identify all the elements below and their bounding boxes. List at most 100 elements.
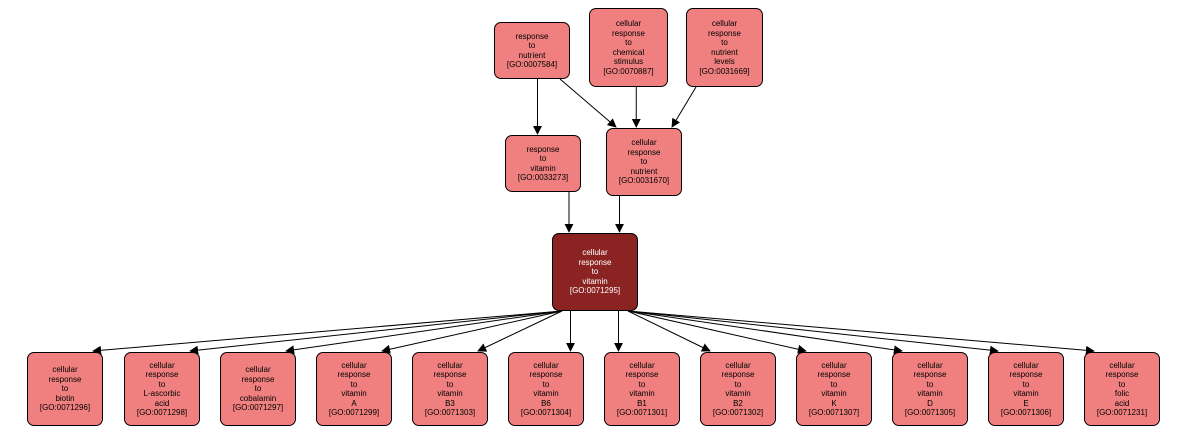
term-label-line: acid [154, 398, 170, 408]
term-label-line: response [627, 147, 661, 157]
term-label-line: response [625, 370, 659, 379]
term-label-line: nutrient [630, 166, 658, 176]
term-label-line: vitamin [917, 389, 943, 398]
go-id-label: [GO:0071297] [232, 403, 284, 413]
go-id-label: [GO:0071306] [1000, 408, 1052, 417]
term-label-line: B6 [541, 398, 551, 408]
term-label-line: response [1105, 370, 1139, 379]
term-label-line: to [926, 379, 934, 389]
term-label-line: to [734, 379, 742, 389]
relationship-edge [627, 310, 807, 354]
term-label-line: response [1009, 370, 1043, 379]
go-id-label: [GO:0071301] [616, 408, 668, 417]
term-label-line: biotin [55, 393, 75, 403]
go-id-label: [GO:0071296] [39, 403, 91, 413]
relationship-edge [189, 310, 563, 355]
relationship-edge [627, 310, 903, 355]
term-label-line: acid [1114, 398, 1130, 408]
go-id-label: [GO:0070887] [603, 66, 654, 76]
term-label-line: response [817, 370, 851, 379]
term-label-line: response [612, 28, 645, 38]
term-label-line: to [640, 157, 648, 167]
term-label-line: to [350, 379, 358, 389]
term-label-line: response [526, 144, 560, 154]
relationship-edge [381, 310, 563, 354]
relationship-edge [627, 310, 1095, 355]
term-label-line: cellular [341, 360, 367, 370]
go-id-label: [GO:0071305] [904, 408, 956, 417]
term-label-line: cellular [711, 19, 738, 28]
term-label-line: to [721, 38, 728, 47]
term-label-line: cellular [582, 248, 608, 258]
term-label-line: cellular [533, 360, 559, 370]
term-label-line: folic [1114, 389, 1130, 398]
term-label-line: to [61, 384, 69, 394]
term-label-line: cellular [631, 138, 657, 148]
term-label-line: to [625, 38, 632, 47]
term-label-line: levels [714, 57, 735, 66]
term-label-line: response [48, 374, 82, 384]
go-id-label: [GO:0007584] [506, 60, 558, 69]
term-label-line: to [528, 41, 536, 50]
go-id-label: [GO:0031670] [618, 176, 670, 186]
term-label-line: response [578, 257, 612, 267]
term-label-line: response [241, 374, 275, 384]
term-label-line: to [1118, 379, 1126, 389]
go-id-label: [GO:0071299] [328, 408, 380, 417]
term-label-line: cellular [821, 360, 847, 370]
term-label-line: cellular [52, 365, 78, 375]
term-label-line: K [831, 398, 837, 408]
term-label-line: response [433, 370, 467, 379]
term-label-line: response [913, 370, 947, 379]
term-label-line: response [708, 28, 741, 38]
term-label-line: chemical [612, 47, 645, 57]
term-label-line: cellular [725, 360, 751, 370]
term-label-line: to [638, 379, 646, 389]
term-label-line: D [927, 398, 933, 408]
go-id-label: [GO:0071298] [136, 408, 188, 417]
term-label-line: cellular [1109, 360, 1135, 370]
term-label-line: vitamin [437, 389, 463, 398]
relationship-edge [627, 310, 999, 355]
go-id-label: [GO:0071295] [569, 286, 621, 296]
term-label-line: L-ascorbic [143, 389, 181, 398]
term-label-line: cobalamin [239, 393, 277, 403]
term-label-line: cellular [437, 360, 463, 370]
term-label-line: vitamin [533, 389, 559, 398]
term-label-line: vitamin [629, 389, 655, 398]
go-id-label: [GO:0071307] [808, 408, 860, 417]
term-label-line: B1 [637, 398, 647, 408]
term-label-line: B3 [445, 398, 455, 408]
term-label-line: B2 [733, 398, 743, 408]
term-label-line: response [515, 31, 549, 41]
relationship-edge [627, 310, 711, 352]
term-label-line: to [591, 267, 599, 277]
term-label-line: vitamin [530, 163, 556, 173]
relationship-edge [92, 310, 563, 355]
term-label-line: to [830, 379, 838, 389]
go-id-label: [GO:0071303] [424, 408, 476, 417]
term-label-line: to [254, 384, 262, 394]
term-label-line: nutrient [711, 47, 738, 57]
term-label-line: to [446, 379, 454, 389]
term-label-line: response [337, 370, 371, 379]
